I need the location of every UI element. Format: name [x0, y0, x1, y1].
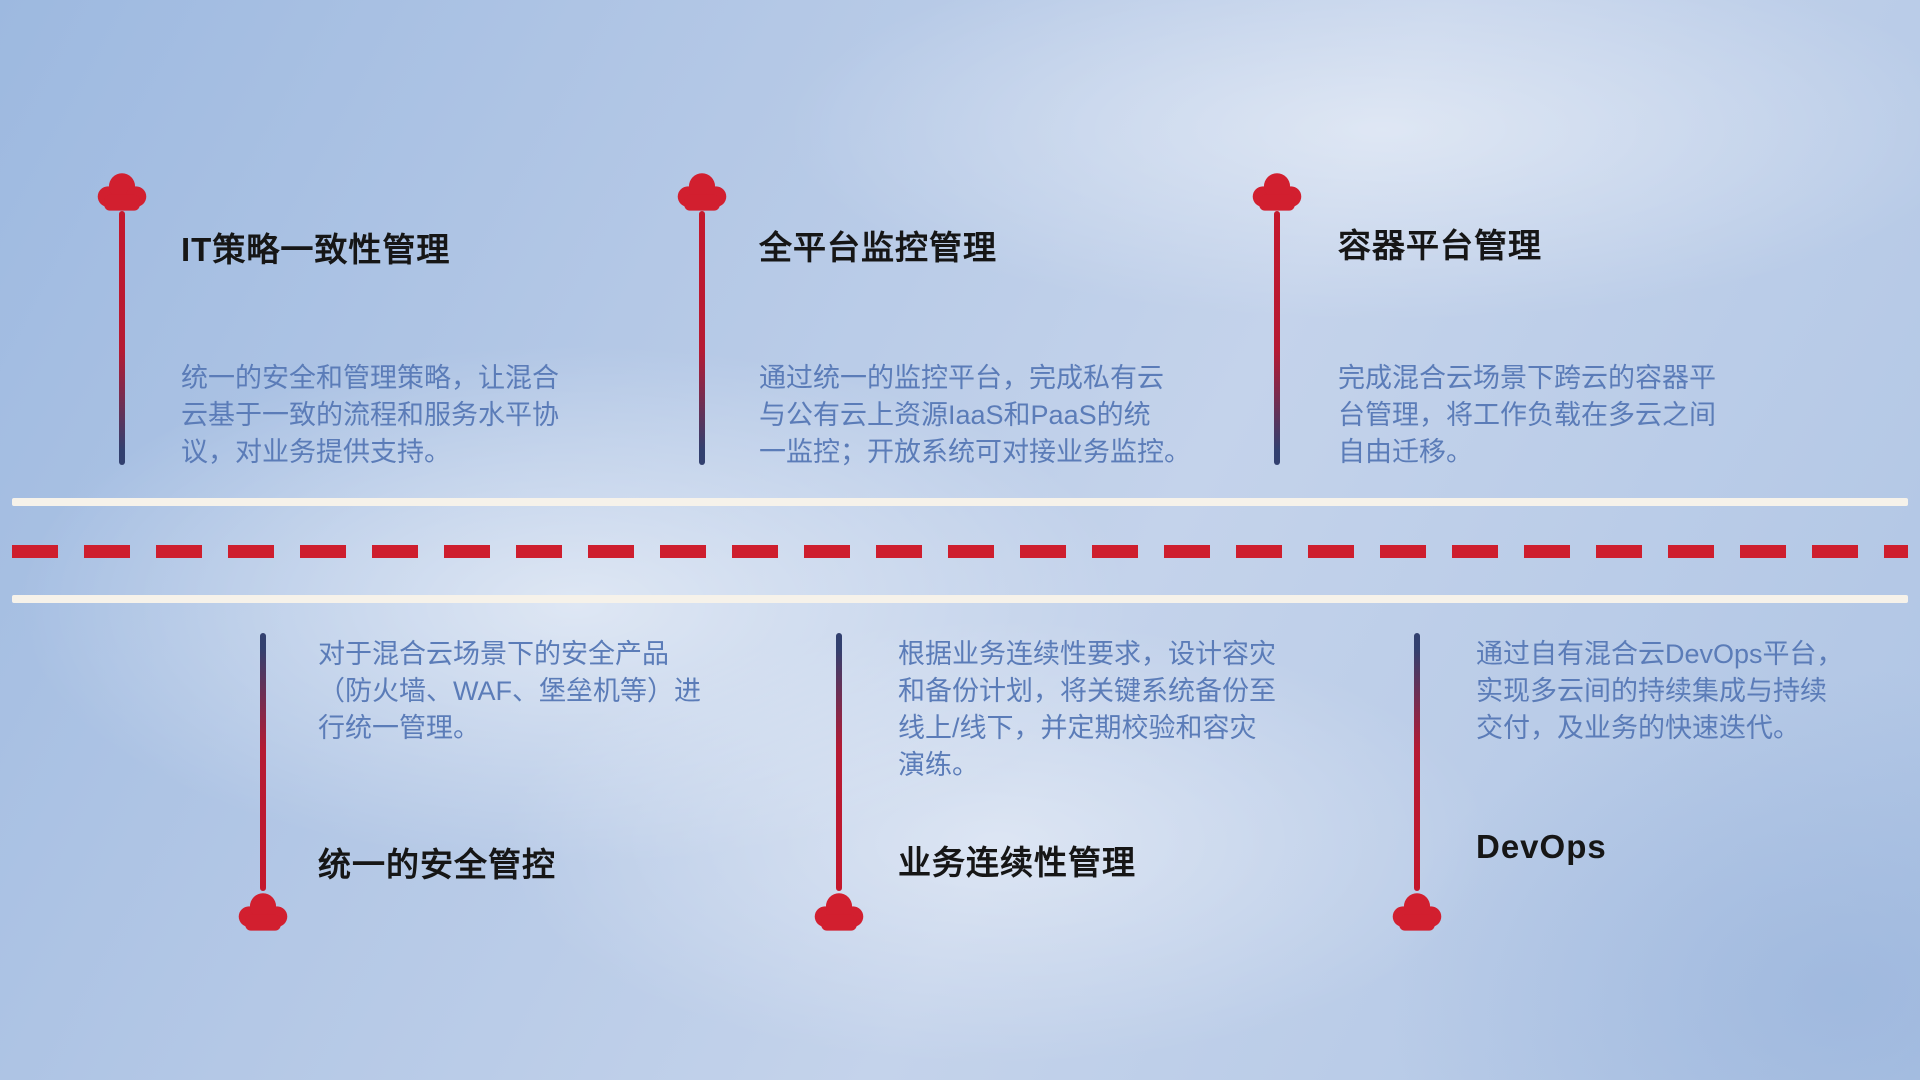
capability-title-platform-monitoring: 全平台监控管理	[759, 229, 997, 266]
cloud-icon	[677, 173, 727, 211]
connector-platform-monitoring	[674, 171, 730, 465]
connector-security-control	[235, 633, 291, 931]
capability-description-business-continuity: 根据业务连续性要求，设计容灾 和备份计划，将关键系统备份至 线上/线下，并定期校…	[898, 639, 1276, 780]
capability-title-business-continuity: 业务连续性管理	[898, 844, 1136, 881]
road-bottom-line	[12, 595, 1908, 603]
capability-title-container-platform: 容器平台管理	[1338, 227, 1542, 264]
connector-line	[260, 633, 266, 891]
capability-title-security-control: 统一的安全管控	[318, 846, 556, 883]
connector-line	[699, 211, 705, 465]
capability-title-devops: DevOps	[1476, 828, 1607, 865]
connector-container-platform	[1249, 171, 1305, 465]
capability-description-it-policy: 统一的安全和管理策略，让混合 云基于一致的流程和服务水平协 议，对业务提供支持。	[181, 363, 559, 467]
cloud-icon	[238, 893, 288, 931]
capability-description-devops: 通过自有混合云DevOps平台， 实现多云间的持续集成与持续 交付，及业务的快速…	[1476, 639, 1844, 743]
capability-description-platform-monitoring: 通过统一的监控平台，完成私有云 与公有云上资源IaaS和PaaS的统 一监控；开…	[759, 363, 1191, 467]
connector-line	[1274, 211, 1280, 465]
capability-title-it-policy: IT策略一致性管理	[181, 231, 451, 268]
capability-description-container-platform: 完成混合云场景下跨云的容器平 台管理，将工作负载在多云之间 自由迁移。	[1338, 363, 1716, 467]
road-top-line	[12, 498, 1908, 506]
cloud-icon	[1252, 173, 1302, 211]
connector-line	[119, 211, 125, 465]
connector-line	[836, 633, 842, 891]
cloud-icon	[814, 893, 864, 931]
cloud-icon	[97, 173, 147, 211]
road-dashed-centerline	[12, 545, 1908, 558]
connector-line	[1414, 633, 1420, 891]
connector-devops	[1389, 633, 1445, 931]
connector-it-policy	[94, 171, 150, 465]
capability-description-security-control: 对于混合云场景下的安全产品 （防火墙、WAF、堡垒机等）进 行统一管理。	[318, 639, 701, 743]
connector-business-continuity	[811, 633, 867, 931]
cloud-icon	[1392, 893, 1442, 931]
